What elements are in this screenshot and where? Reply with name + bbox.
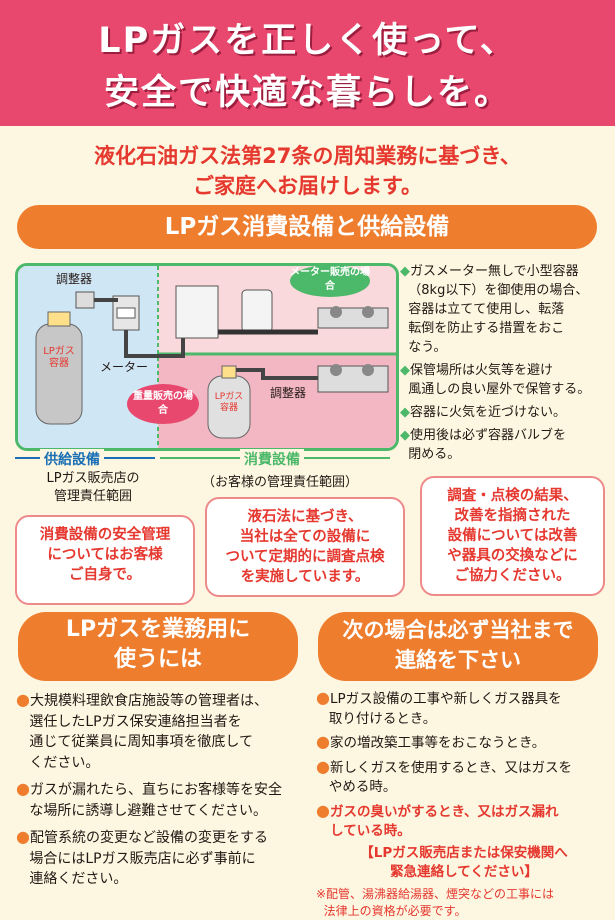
emergency-note: 【LPガス販売店または保安機関へ緊急連絡してください】	[360, 844, 568, 881]
label-cylinder: LPガス容器	[43, 346, 75, 369]
contact-item: ●LPガス設備の工事や新しくガス器具を 取り付けるとき。	[316, 688, 562, 727]
label-regulator-1: 調整器	[56, 272, 93, 286]
label-meter: メーター	[100, 360, 149, 374]
footnote: ※配管、湯沸器給湯器、煙突などの工事には 法律上の資格が必要です。	[316, 886, 555, 918]
contact-item: ●家の増改築工事等をおこなうとき。	[316, 732, 546, 751]
contact-list: ●LPガス設備の工事や新しくガス器具を 取り付けるとき。 ●家の増改築工事等をお…	[316, 688, 612, 920]
note-item: ◆ガスメーター無しで小型容器 （8kg以下）を御使用の場合、 容器は立てて使用し…	[400, 264, 589, 355]
info-box-improvement: 調査・点検の結果、改善を指摘された設備については改善や器具の交換などにご協力くだ…	[420, 476, 605, 596]
consume-label: 消費設備	[240, 449, 304, 469]
info-box-safety: 消費設備の安全管理についてはお客様ご自身で。	[15, 515, 195, 605]
note-item: ◆使用後は必ず容器バルブを 閉める。	[400, 428, 567, 462]
business-item: ●大規模料理飲食店施設等の管理者は、 選任したLPガス保安連絡担当者を 通じて従…	[16, 690, 268, 771]
label-regulator-2: 調整器	[270, 386, 307, 400]
contact-item-gas-leak: ●ガスの臭いがするとき、又はガス漏れ している時。	[316, 800, 559, 840]
notes-list: ◆ガスメーター無しで小型容器 （8kg以下）を御使用の場合、 容器は立てて使用し…	[400, 262, 610, 464]
header-banner	[0, 0, 615, 126]
intro-line2: ご家庭へお届けします。	[193, 174, 422, 198]
business-list: ●大規模料理飲食店施設等の管理者は、 選任したLPガス保安連絡担当者を 通じて従…	[16, 690, 306, 890]
section-title-business: LPガスを業務用に使うには	[18, 612, 298, 681]
diagram-illustration	[18, 266, 396, 448]
contact-item: ●新しくガスを使用するとき、又はガスを やめる時。	[316, 756, 573, 796]
info-box-inspection: 液石法に基づき、当社は全ての設備について定期的に調査点検を実施しています。	[205, 497, 405, 597]
headline-line2: 安全で快適な暮らしを。	[103, 73, 511, 113]
supply-caption: LPガス販売店の管理責任範囲	[46, 471, 140, 504]
supply-label: 供給設備	[40, 449, 104, 469]
headline-line1: LPガスを正しく使って、	[98, 21, 517, 61]
intro-line1: 液化石油ガス法第27条の周知業務に基づき、	[94, 144, 521, 168]
business-item: ●配管系統の変更など設備の変更をする 場合にはLPガス販売店に必ず事前に 連絡く…	[16, 827, 268, 887]
note-item: ◆容器に火気を近づけない。	[400, 405, 567, 420]
business-item: ●ガスが漏れたら、直ちにお客様等を安全 な場所に誘導し避難させてください。	[16, 779, 282, 819]
badge-weight-sales: 重量販売の場合	[133, 391, 193, 416]
note-item: ◆保管場所は火気等を避け 風通しの良い屋外で保管する。	[400, 363, 591, 397]
section-title-equipment: LPガス消費設備と供給設備	[17, 205, 597, 249]
equipment-diagram: 調整器 メーター LPガス容器 メーター販売の場合 重量販売の場合 調整器 LP…	[15, 263, 399, 451]
label-small-cylinder: LPガス容器	[214, 392, 244, 413]
section-title-contact: 次の場合は必ず当社まで連絡を下さい	[318, 612, 598, 681]
badge-meter-sales: メーター販売の場合	[290, 267, 370, 292]
consume-caption: （お客様の管理責任範囲）	[201, 475, 358, 490]
